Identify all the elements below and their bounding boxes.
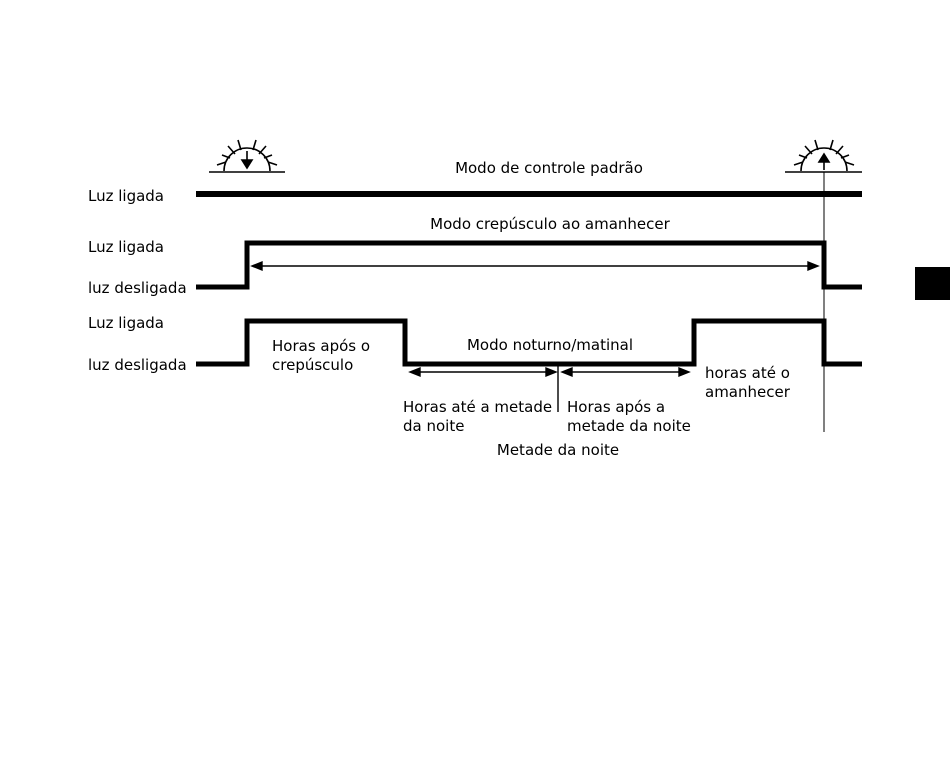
hours-after-dusk-label-2: crepúsculo	[272, 356, 353, 374]
dusk-dawn-on-label: Luz ligada	[88, 238, 164, 256]
sunrise-icon	[785, 140, 862, 172]
hours-until-midnight-arrow	[410, 368, 556, 376]
hours-after-dusk-label-1: Horas após o	[272, 337, 370, 355]
night-morning-mode-title: Modo noturno/matinal	[467, 336, 633, 354]
hours-until-midnight-label-1: Horas até a metade	[403, 398, 552, 416]
dusk-dawn-signal	[196, 243, 862, 287]
standard-mode-title: Modo de controle padrão	[455, 159, 643, 177]
hours-until-dawn-label-1: horas até o	[705, 364, 790, 382]
dusk-dawn-off-label: luz desligada	[88, 279, 187, 297]
hours-until-midnight-label-2: da noite	[403, 417, 464, 435]
hours-after-midnight-label-1: Horas após a	[567, 398, 665, 416]
night-morning-off-label: luz desligada	[88, 356, 187, 374]
sunset-icon	[209, 140, 285, 172]
standard-mode-on-label: Luz ligada	[88, 187, 164, 205]
hours-after-midnight-arrow	[562, 368, 689, 376]
night-morning-on-label: Luz ligada	[88, 314, 164, 332]
dusk-dawn-mode-title: Modo crepúsculo ao amanhecer	[430, 215, 670, 233]
midnight-label: Metade da noite	[497, 441, 619, 459]
hours-until-dawn-label-2: amanhecer	[705, 383, 791, 401]
section-tab-marker	[915, 267, 950, 300]
hours-after-midnight-label-2: metade da noite	[567, 417, 691, 435]
dusk-dawn-duration-arrow	[252, 262, 818, 270]
